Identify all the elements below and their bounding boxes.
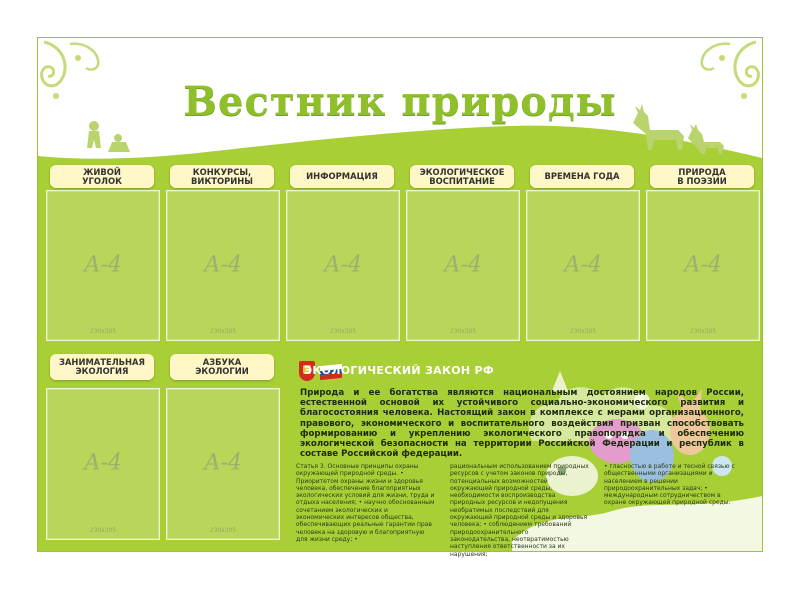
- law-column: • гласностью в работе и тесной связью с …: [604, 463, 735, 507]
- poster-board: Вестник природы А-4 230x305 А-4 230x305 …: [38, 38, 762, 551]
- pocket-label: А-4: [323, 251, 363, 277]
- ornament-right-icon: [700, 40, 760, 99]
- page-title: Вестник природы: [183, 78, 617, 125]
- section-label-zhivoy-ugolok: Живой уголок: [50, 165, 154, 188]
- law-articles: Статья 3. Основные принципы охраны окруж…: [296, 463, 744, 558]
- pocket-size: 230x305: [89, 328, 117, 335]
- section-label-priroda-v-poezii: Природа в поэзии: [650, 165, 754, 188]
- pocket-label: А-4: [443, 251, 483, 277]
- section-label-informatsiya: Информация: [290, 165, 394, 188]
- pocket-size: 230x305: [449, 328, 477, 335]
- a4-pocket: А-4 230x305: [406, 190, 520, 341]
- pocket-size: 230x305: [569, 328, 597, 335]
- section-label-azbuka-ekologii: Азбука экологии: [170, 354, 274, 380]
- law-column: рациональным использованием природных ре…: [450, 463, 589, 558]
- pocket-label: А-4: [203, 450, 243, 476]
- law-column: Статья 3. Основные принципы охраны окруж…: [296, 463, 435, 543]
- pocket-size: 230x305: [209, 527, 237, 534]
- law-title: Экологический закон РФ: [304, 364, 495, 377]
- pocket-label: А-4: [83, 450, 123, 476]
- deer-silhouette-icon: [633, 104, 724, 154]
- a4-pocket: А-4 230x305: [526, 190, 640, 341]
- pocket-size: 230x305: [689, 328, 717, 335]
- ornament-left-icon: [40, 40, 100, 99]
- a4-pocket: А-4 230x305: [166, 190, 280, 341]
- cartoon-animals-decoration: [512, 371, 762, 551]
- section-label-konkursy: Конкурсы, викторины: [170, 165, 274, 188]
- a4-pocket: А-4 230x305: [286, 190, 400, 341]
- pocket-size: 230x305: [209, 328, 237, 335]
- children-silhouette-icon: [87, 121, 130, 152]
- a4-pocket: А-4 230x305: [46, 388, 160, 540]
- section-label-vremena-goda: Времена года: [530, 165, 634, 188]
- header-background: [38, 38, 762, 159]
- pocket-size: 230x305: [329, 328, 357, 335]
- pocket-label: А-4: [203, 251, 243, 277]
- pocket-label: А-4: [563, 251, 603, 277]
- russia-emblem-icon: [299, 361, 315, 381]
- a4-pocket: А-4 230x305: [46, 190, 160, 341]
- pocket-label: А-4: [83, 251, 123, 277]
- a4-pocket: А-4 230x305: [646, 190, 760, 341]
- section-label-zanimatelnaya-ekologiya: Занимательная экология: [50, 354, 154, 380]
- a4-pocket: А-4 230x305: [166, 388, 280, 540]
- pocket-label: А-4: [683, 251, 723, 277]
- pocket-size: 230x305: [89, 527, 117, 534]
- law-intro-text: Природа и ее богатства являются национал…: [300, 388, 744, 460]
- section-label-eko-vospitanie: Экологическое воспитание: [410, 165, 514, 188]
